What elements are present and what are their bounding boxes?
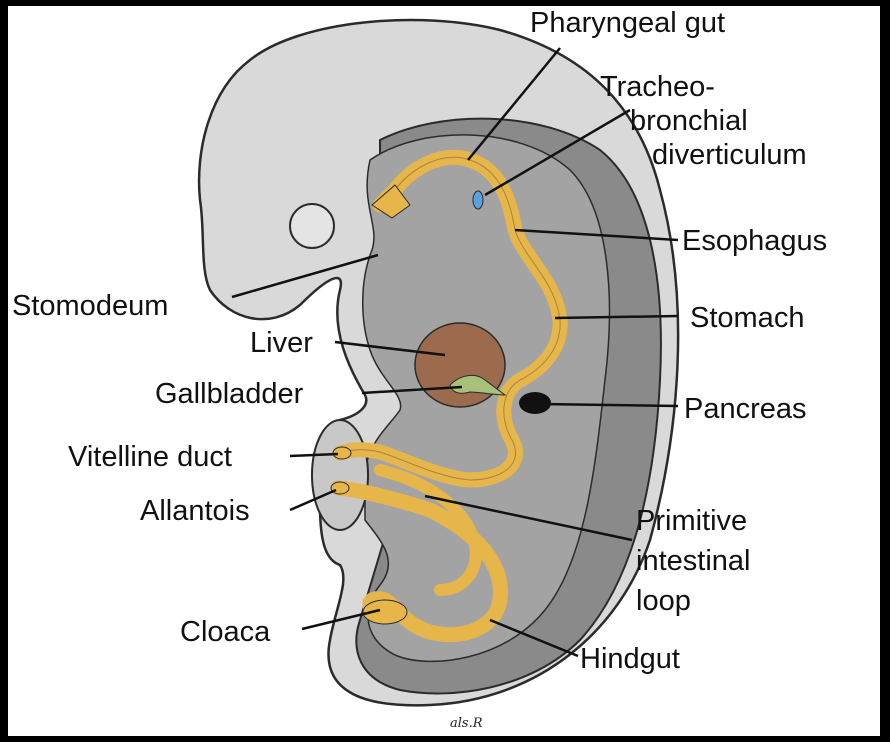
label-primitive-line2: intestinal [636,545,750,577]
label-tracheo-line3: diverticulum [652,139,807,171]
label-gallbladder: Gallbladder [155,378,304,410]
label-cloaca: Cloaca [180,616,271,648]
leader-liver [334,340,446,357]
otic-circle [289,203,335,249]
gallbladder-shape [449,374,507,396]
leader-vitelline [289,452,339,458]
leader-cloaca [301,608,381,631]
gut-tube [332,149,568,488]
leader-pancreas [539,402,679,408]
label-stomach: Stomach [690,302,804,334]
primitive-loop-inner [374,464,482,596]
pancreas-shape [519,392,551,414]
label-primitive-line1: Primitive [636,505,747,537]
tracheobronchial-shape [472,190,484,210]
label-tracheo-line2: bronchial [630,105,748,137]
leader-esophagus [514,228,679,242]
umbilical-ring [311,419,369,531]
label-allantois: Allantois [140,495,250,527]
label-tracheo-line1: Tracheo- [600,71,715,103]
stomodeum-shape [371,184,411,219]
artist-signature: als.R [450,716,483,731]
leader-stomach [554,314,679,320]
label-primitive-line3: loop [636,585,691,617]
leader-lines [231,47,679,658]
label-hindgut: Hindgut [580,643,680,675]
leader-allantois [289,488,337,512]
cloaca-shape [362,599,408,625]
leader-tracheo [484,108,631,197]
leader-stomodeum [231,253,379,299]
label-pancreas: Pancreas [684,393,807,425]
label-pharyngeal-gut: Pharyngeal gut [530,7,725,39]
label-esophagus: Esophagus [682,225,827,257]
label-stomodeum: Stomodeum [12,290,168,322]
leader-primitive [424,494,633,542]
gut-tube-outline [339,156,561,481]
leader-hindgut [489,618,579,658]
label-vitelline-duct: Vitelline duct [68,441,232,473]
leader-gallbladder [361,385,463,395]
leader-pharyngeal [467,47,561,161]
label-liver: Liver [250,327,313,359]
